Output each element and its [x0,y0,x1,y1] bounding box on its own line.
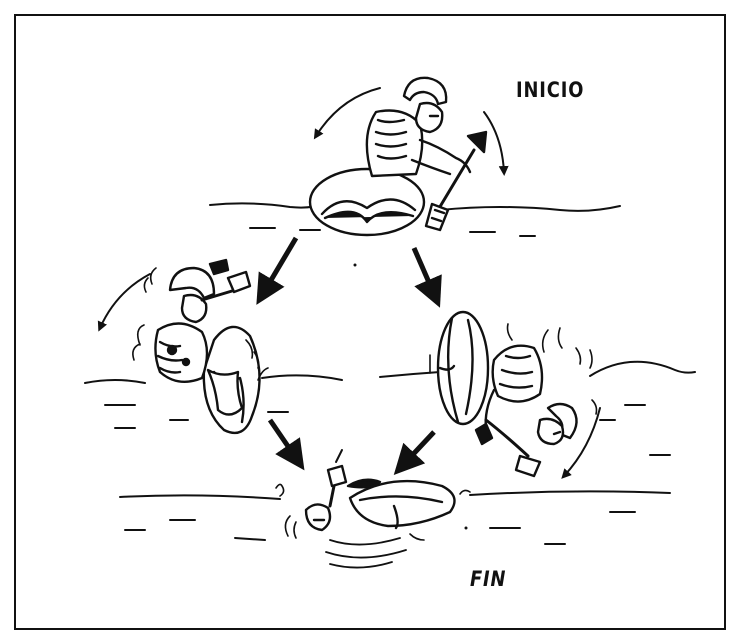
flow-arrow-left-to-bottom [270,420,296,458]
rotation-arrow-top-right [484,112,504,172]
flow-arrow-right-to-bottom [404,432,434,464]
flow-arrow-top-to-right [414,248,434,294]
rotation-arrow-left [100,274,150,328]
flow-arrow-top-to-left [264,238,296,292]
kayaker-capsize-left-icon [133,260,268,433]
kayaker-upside-down-icon [276,450,470,568]
flow-arrows [264,238,434,464]
kayaker-upright-icon [310,78,486,235]
kayaker-capsize-right-icon [430,312,597,476]
label-start: INICIO [516,78,584,102]
label-end: FIN [470,567,506,591]
